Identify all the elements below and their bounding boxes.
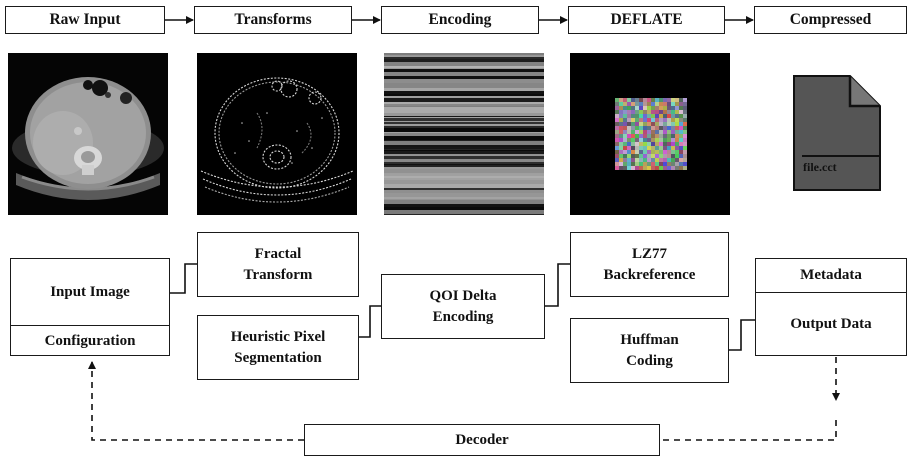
heuristic-segmentation-block: Heuristic Pixel Segmentation bbox=[197, 315, 359, 380]
file-name-label: file.cct bbox=[803, 160, 837, 174]
stage-compressed: Compressed bbox=[754, 6, 907, 34]
output-data-cell: Output Data bbox=[756, 293, 906, 355]
stage-raw-input: Raw Input bbox=[5, 6, 165, 34]
heuristic-segmentation-label: Heuristic Pixel Segmentation bbox=[230, 329, 326, 366]
stage-raw-input-label: Raw Input bbox=[49, 10, 121, 28]
stage-encoding-label: Encoding bbox=[428, 10, 492, 28]
stage-deflate: DEFLATE bbox=[568, 6, 725, 34]
stage-deflate-label: DEFLATE bbox=[610, 10, 683, 28]
deflate-noise-image bbox=[570, 53, 730, 215]
fractal-transform-block: Fractal Transform bbox=[197, 232, 359, 297]
input-block-divider bbox=[11, 325, 169, 326]
qoi-delta-label: QOI Delta Encoding bbox=[429, 288, 497, 325]
decoder-label: Decoder bbox=[455, 431, 509, 448]
fractal-transform-label: Fractal Transform bbox=[243, 246, 313, 283]
decoder-loop bbox=[88, 357, 840, 441]
encoding-band-image bbox=[384, 53, 544, 215]
transform-edge-image bbox=[197, 53, 357, 215]
configuration-cell: Configuration bbox=[11, 326, 169, 356]
pipeline-connectors bbox=[170, 263, 755, 351]
metadata-label: Metadata bbox=[800, 267, 862, 283]
raw-ct-image bbox=[8, 53, 168, 215]
input-image-label: Input Image bbox=[50, 283, 130, 300]
input-image-cell: Input Image bbox=[11, 259, 169, 325]
lz77-label: LZ77 Backreference bbox=[603, 246, 696, 283]
qoi-delta-block: QOI Delta Encoding bbox=[381, 274, 545, 339]
huffman-label: Huffman Coding bbox=[620, 332, 679, 369]
output-block-divider bbox=[756, 292, 906, 293]
stage-transforms: Transforms bbox=[194, 6, 352, 34]
input-block: Input Image Configuration bbox=[10, 258, 170, 356]
decoder-block: Decoder bbox=[304, 424, 660, 456]
huffman-block: Huffman Coding bbox=[570, 318, 729, 383]
stage-encoding: Encoding bbox=[381, 6, 539, 34]
output-data-label: Output Data bbox=[790, 315, 872, 332]
stage-transforms-label: Transforms bbox=[234, 10, 312, 28]
output-block: Metadata Output Data bbox=[755, 258, 907, 356]
configuration-label: Configuration bbox=[44, 332, 136, 349]
compressed-file-icon bbox=[793, 75, 881, 191]
metadata-cell: Metadata bbox=[756, 259, 906, 292]
lz77-block: LZ77 Backreference bbox=[570, 232, 729, 297]
stage-compressed-label: Compressed bbox=[789, 10, 872, 28]
